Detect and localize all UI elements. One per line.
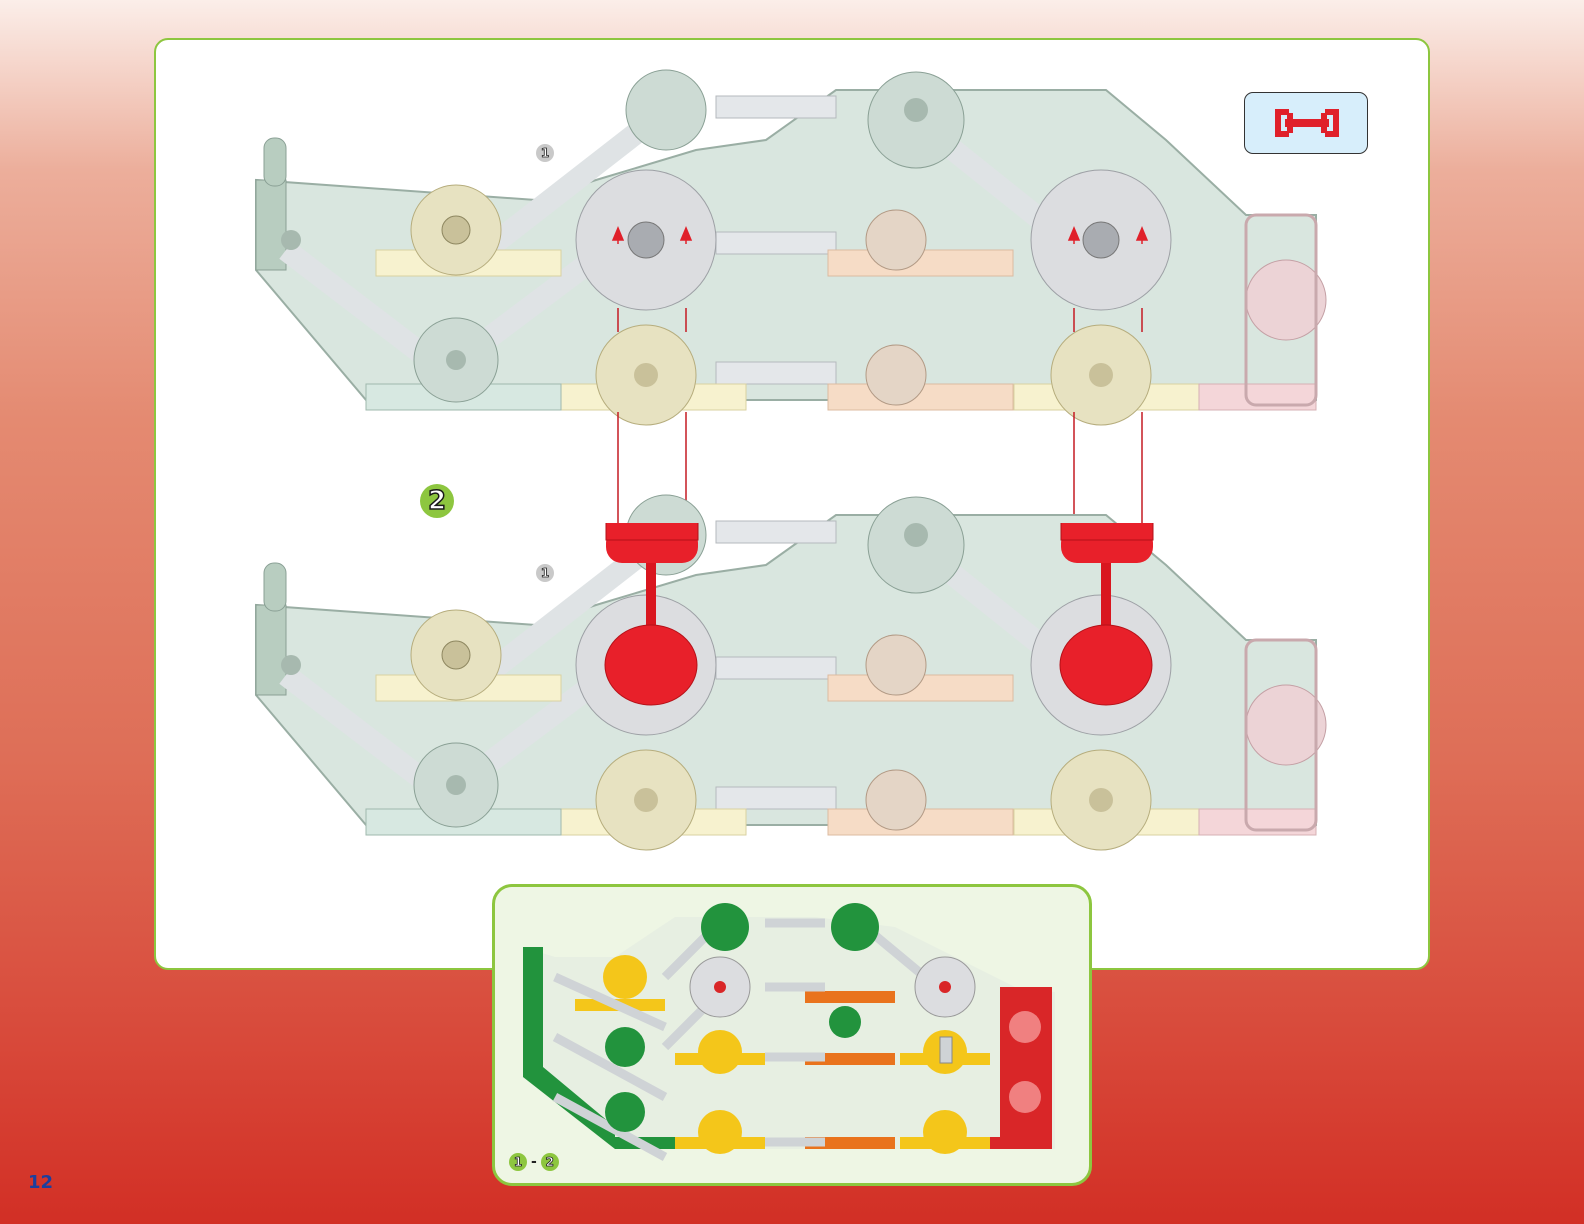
page-number: 12 — [28, 1172, 53, 1193]
step-diagram-after — [256, 495, 1326, 850]
range-separator: - — [531, 1154, 537, 1170]
step-diagram-before — [256, 70, 1326, 425]
step-number-badge: 2 — [420, 484, 454, 518]
build-diagrams — [156, 40, 1432, 972]
range-start-badge: 1 — [509, 1153, 527, 1171]
range-end-badge: 2 — [541, 1153, 559, 1171]
red-two-way-connector-icon — [1245, 93, 1369, 155]
substep-badge-top: 1 — [536, 144, 554, 162]
completed-model-picture — [495, 887, 1089, 1183]
substep-badge-bottom: 1 — [536, 564, 554, 582]
parts-needed-box — [1244, 92, 1368, 154]
step-range-label: 1 - 2 — [509, 1153, 559, 1171]
instruction-panel: 1 2 1 — [154, 38, 1430, 970]
completed-model-inset: 1 - 2 — [492, 884, 1092, 1186]
